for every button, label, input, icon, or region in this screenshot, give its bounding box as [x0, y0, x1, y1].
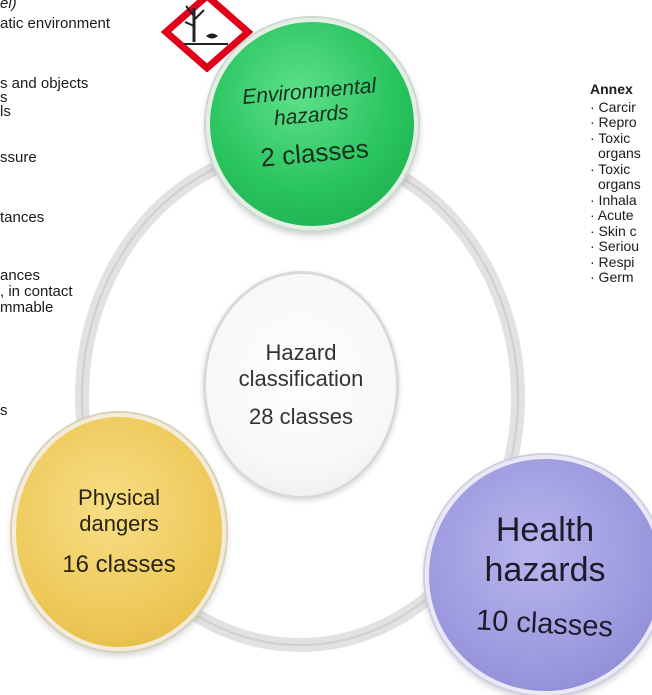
- physical-label-line2: dangers: [79, 511, 159, 536]
- annex-item: · Skin c: [590, 222, 637, 239]
- annex-item: · Toxic: [590, 160, 631, 177]
- environmental-class-count: 2 classes: [259, 132, 370, 173]
- annex-item: · Seriou: [590, 238, 640, 254]
- annex-item: · Germ: [590, 269, 634, 285]
- left-text-line: , in contact: [0, 283, 73, 300]
- physical-class-count: 16 classes: [62, 551, 176, 578]
- left-text-line: atic environment: [0, 15, 111, 32]
- annex-item: organs: [598, 176, 641, 192]
- health-label-line1: Health: [495, 510, 595, 549]
- annex-item: · Acute: [590, 207, 634, 223]
- left-text-line: s: [0, 402, 8, 419]
- annex-item: · Toxic: [590, 129, 631, 146]
- left-text-line: ls: [0, 103, 11, 120]
- hazard-classification-label: Hazard classification: [239, 340, 364, 392]
- total-class-count: 28 classes: [249, 404, 353, 429]
- health-class-count: 10 classes: [475, 603, 615, 644]
- health-hazards-circle: Health hazards 10 classes: [425, 455, 652, 695]
- physical-dangers-circle: Physical dangers 16 classes: [12, 413, 226, 651]
- center-label-line2: classification: [238, 366, 364, 391]
- left-text-line: s and objects: [0, 75, 89, 92]
- annex-heading: Annex: [590, 81, 633, 97]
- health-label-line2: hazards: [484, 550, 606, 589]
- annex-item: · Respi: [590, 253, 635, 270]
- physical-label-line1: Physical: [78, 485, 160, 510]
- left-text-line: tances: [0, 209, 45, 226]
- environment-pictogram-icon: [160, 0, 254, 72]
- annex-list: Annex · Carcir · Repro · Toxic organs · …: [590, 81, 641, 286]
- annex-item: · Repro: [590, 114, 637, 130]
- left-text-line: ances: [0, 267, 41, 284]
- health-hazards-label: Health hazards: [485, 510, 606, 590]
- hazard-classification-circle: Hazard classification 28 classes: [203, 271, 399, 499]
- annex-item: · Carcir: [590, 98, 636, 115]
- left-text-line: mmable: [0, 299, 54, 316]
- annex-item: · Inhala: [590, 191, 637, 208]
- annex-item: organs: [598, 145, 641, 161]
- environmental-hazards-label: Environmental hazards: [241, 74, 379, 134]
- physical-dangers-label: Physical dangers: [78, 485, 160, 537]
- left-text-line: el): [0, 0, 17, 12]
- left-text-line: s: [0, 89, 8, 106]
- left-text-line: ssure: [0, 149, 37, 166]
- center-label-line1: Hazard: [265, 340, 337, 365]
